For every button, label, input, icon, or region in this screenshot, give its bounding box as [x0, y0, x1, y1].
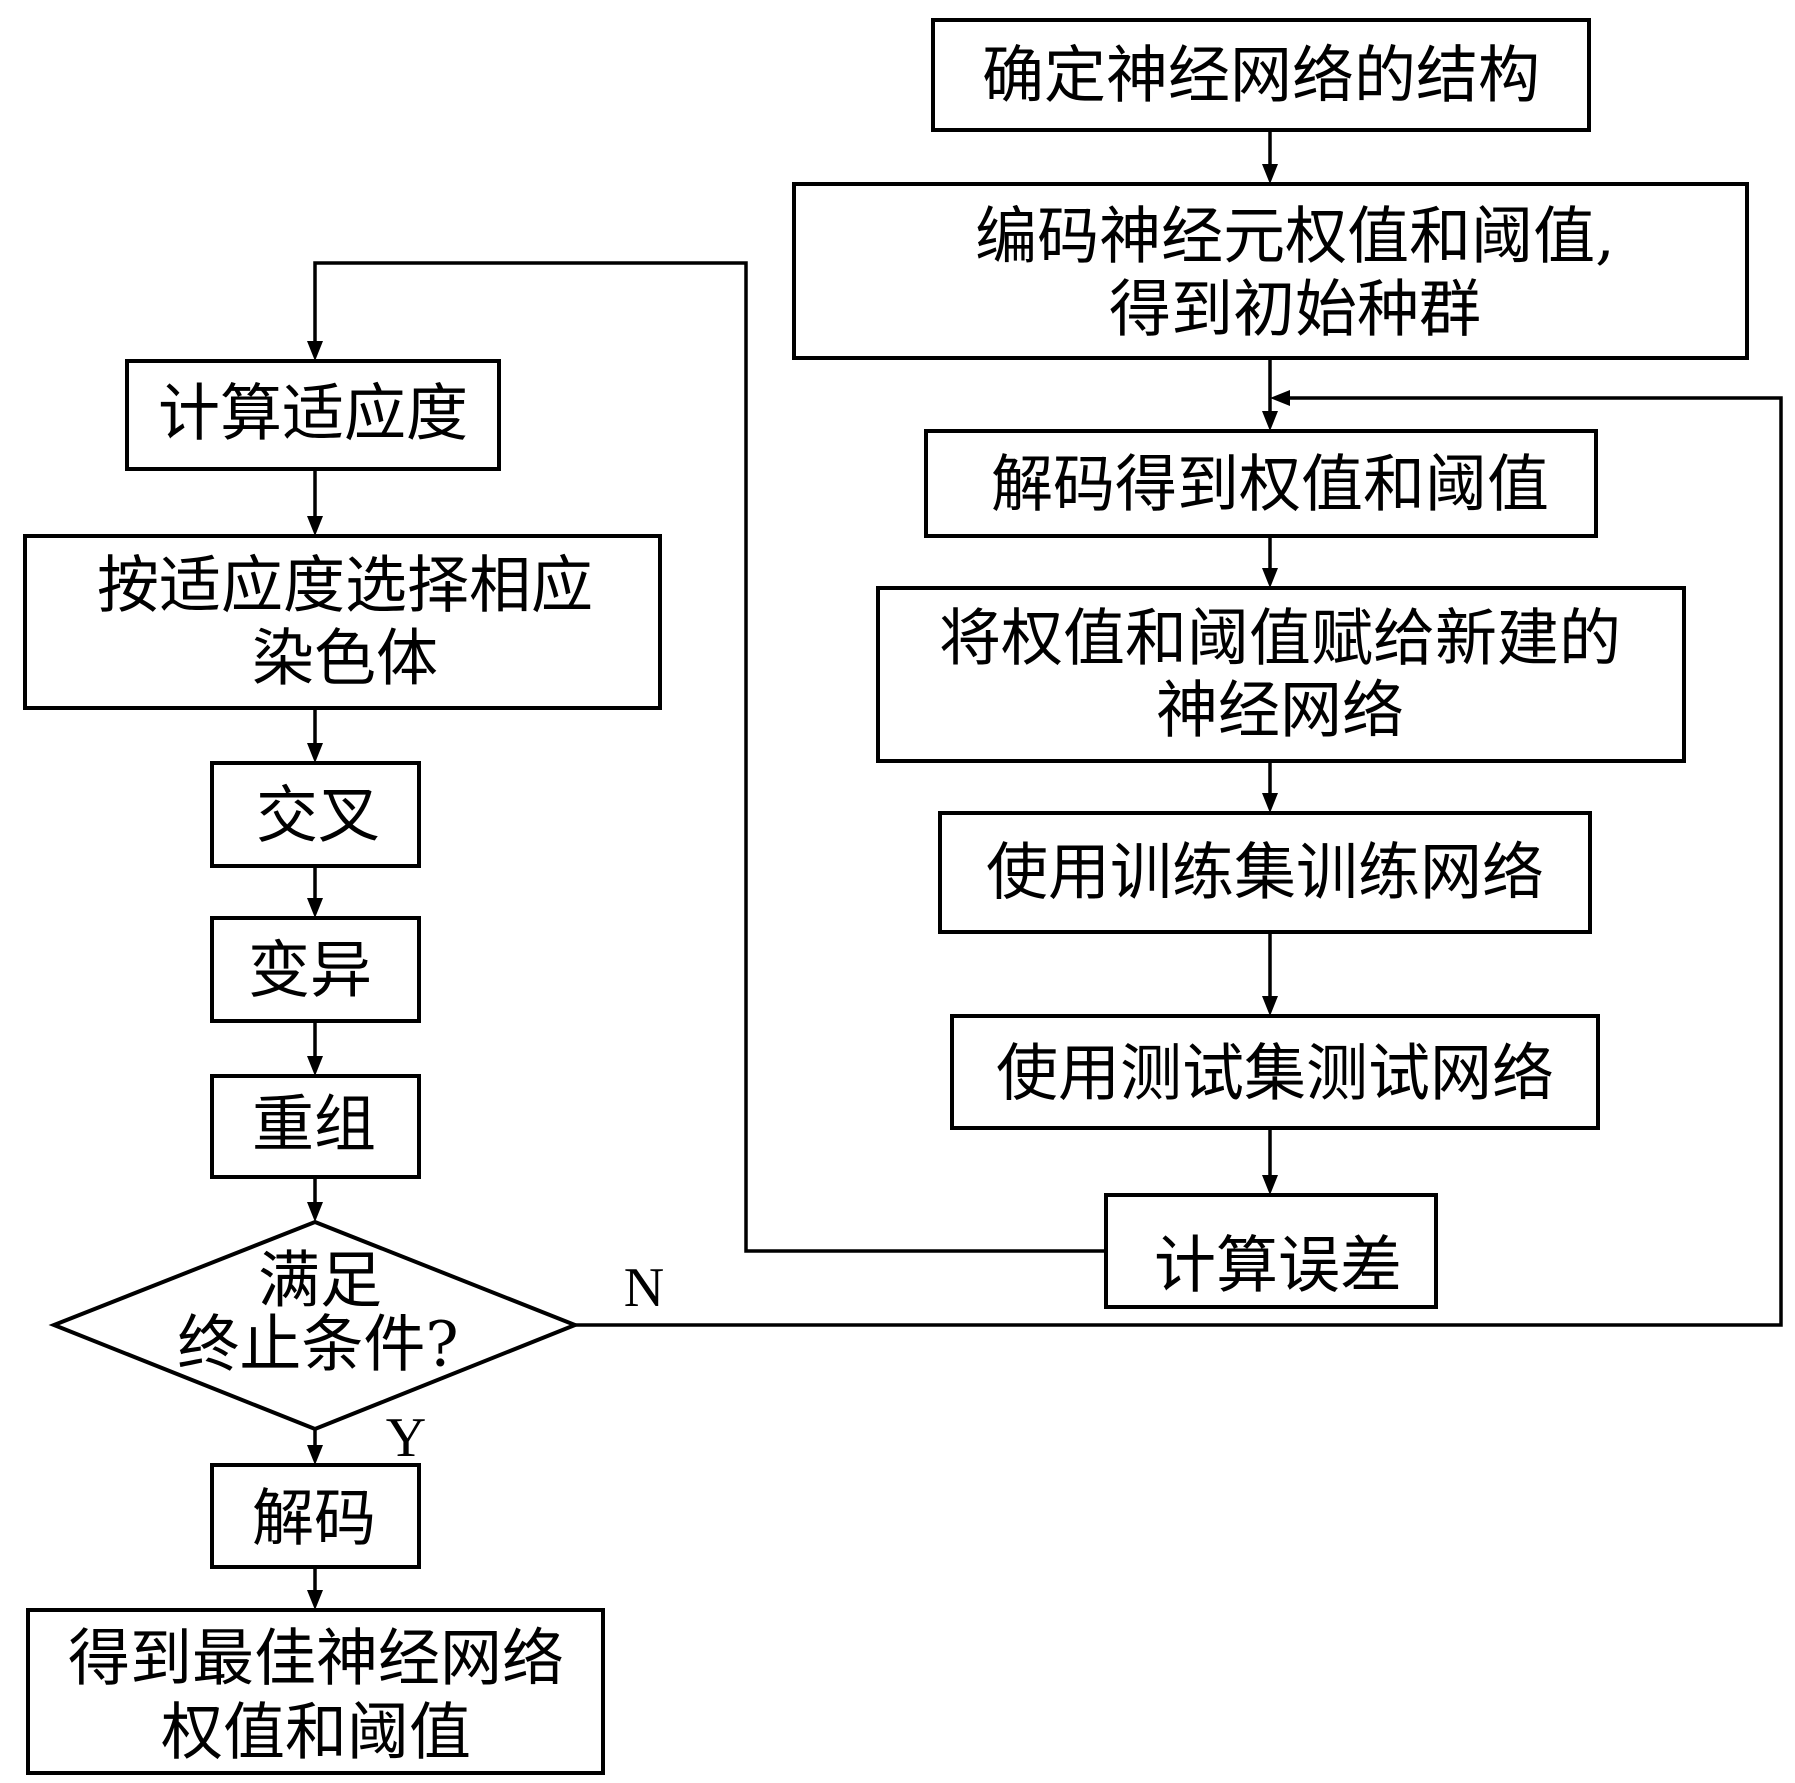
edge-label-no: N [624, 1257, 664, 1319]
node-label: 计算误差 [1154, 1229, 1402, 1302]
node-decode-weights: 解码得到权值和阈值 [924, 429, 1598, 538]
node-label: 神经网络 [1156, 674, 1404, 747]
node-label: 变异 [248, 934, 372, 1007]
node-decode-final: 解码 [210, 1463, 421, 1569]
node-label: 得到最佳神经网络 [68, 1622, 564, 1695]
node-test: 使用测试集测试网络 [950, 1014, 1600, 1130]
node-label: 计算适应度 [158, 377, 468, 450]
node-label: 按适应度选择相应 [97, 549, 593, 622]
arrowhead-icon [1262, 1175, 1278, 1195]
arrowhead-icon [307, 1590, 323, 1610]
arrowhead-icon [307, 898, 323, 918]
node-calc-fitness: 计算适应度 [125, 359, 501, 471]
node-select: 按适应度选择相应 染色体 [23, 534, 662, 710]
node-determine-structure: 确定神经网络的结构 [931, 18, 1591, 132]
node-label: 满足 [258, 1244, 382, 1317]
arrowhead-icon [1262, 164, 1278, 184]
node-label: 染色体 [252, 622, 438, 695]
arrowhead-icon [1262, 568, 1278, 588]
node-encode: 编码神经元权值和阈值, 得到初始种群 [792, 182, 1749, 360]
arrowhead-icon [307, 516, 323, 536]
node-recombine: 重组 [210, 1074, 421, 1179]
arrowhead-icon [307, 1056, 323, 1076]
node-mutation: 变异 [210, 916, 421, 1023]
node-label: 得到初始种群 [1109, 273, 1481, 346]
node-termination-check: 满足 终止条件? [48, 1219, 581, 1432]
node-label: 解码得到权值和阈值 [991, 448, 1549, 521]
arrowhead-icon [1262, 996, 1278, 1016]
arrowhead-icon [307, 1202, 323, 1222]
arrowhead-icon [1262, 411, 1278, 431]
edge-error-to-fitness [313, 261, 1106, 1253]
node-label: 解码 [252, 1482, 376, 1555]
arrowhead-icon [307, 1445, 323, 1465]
node-label: 使用训练集训练网络 [986, 836, 1544, 909]
arrowhead-icon [307, 341, 323, 361]
arrowhead-icon [1270, 390, 1290, 406]
node-label: 确定神经网络的结构 [982, 39, 1540, 112]
node-label: 终止条件? [177, 1308, 458, 1381]
node-label: 重组 [252, 1088, 376, 1161]
node-label: 将权值和阈值赋给新建的 [939, 602, 1621, 675]
node-best-result: 得到最佳神经网络 权值和阈值 [26, 1608, 605, 1775]
node-train: 使用训练集训练网络 [938, 811, 1592, 934]
edge-no-loop-to-decode [575, 396, 1783, 1327]
node-label: 使用测试集测试网络 [996, 1037, 1554, 1110]
node-calc-error: 计算误差 [1104, 1193, 1438, 1309]
node-label: 编码神经元权值和阈值, [975, 200, 1615, 273]
connectors [307, 130, 1783, 1610]
node-crossover: 交叉 [210, 761, 421, 868]
node-label: 交叉 [256, 779, 380, 852]
arrowhead-icon [307, 743, 323, 763]
edge-label-yes: Y [386, 1407, 426, 1469]
node-label: 权值和阈值 [161, 1696, 471, 1769]
node-assign-weights: 将权值和阈值赋给新建的 神经网络 [876, 586, 1686, 763]
arrowhead-icon [1262, 793, 1278, 813]
